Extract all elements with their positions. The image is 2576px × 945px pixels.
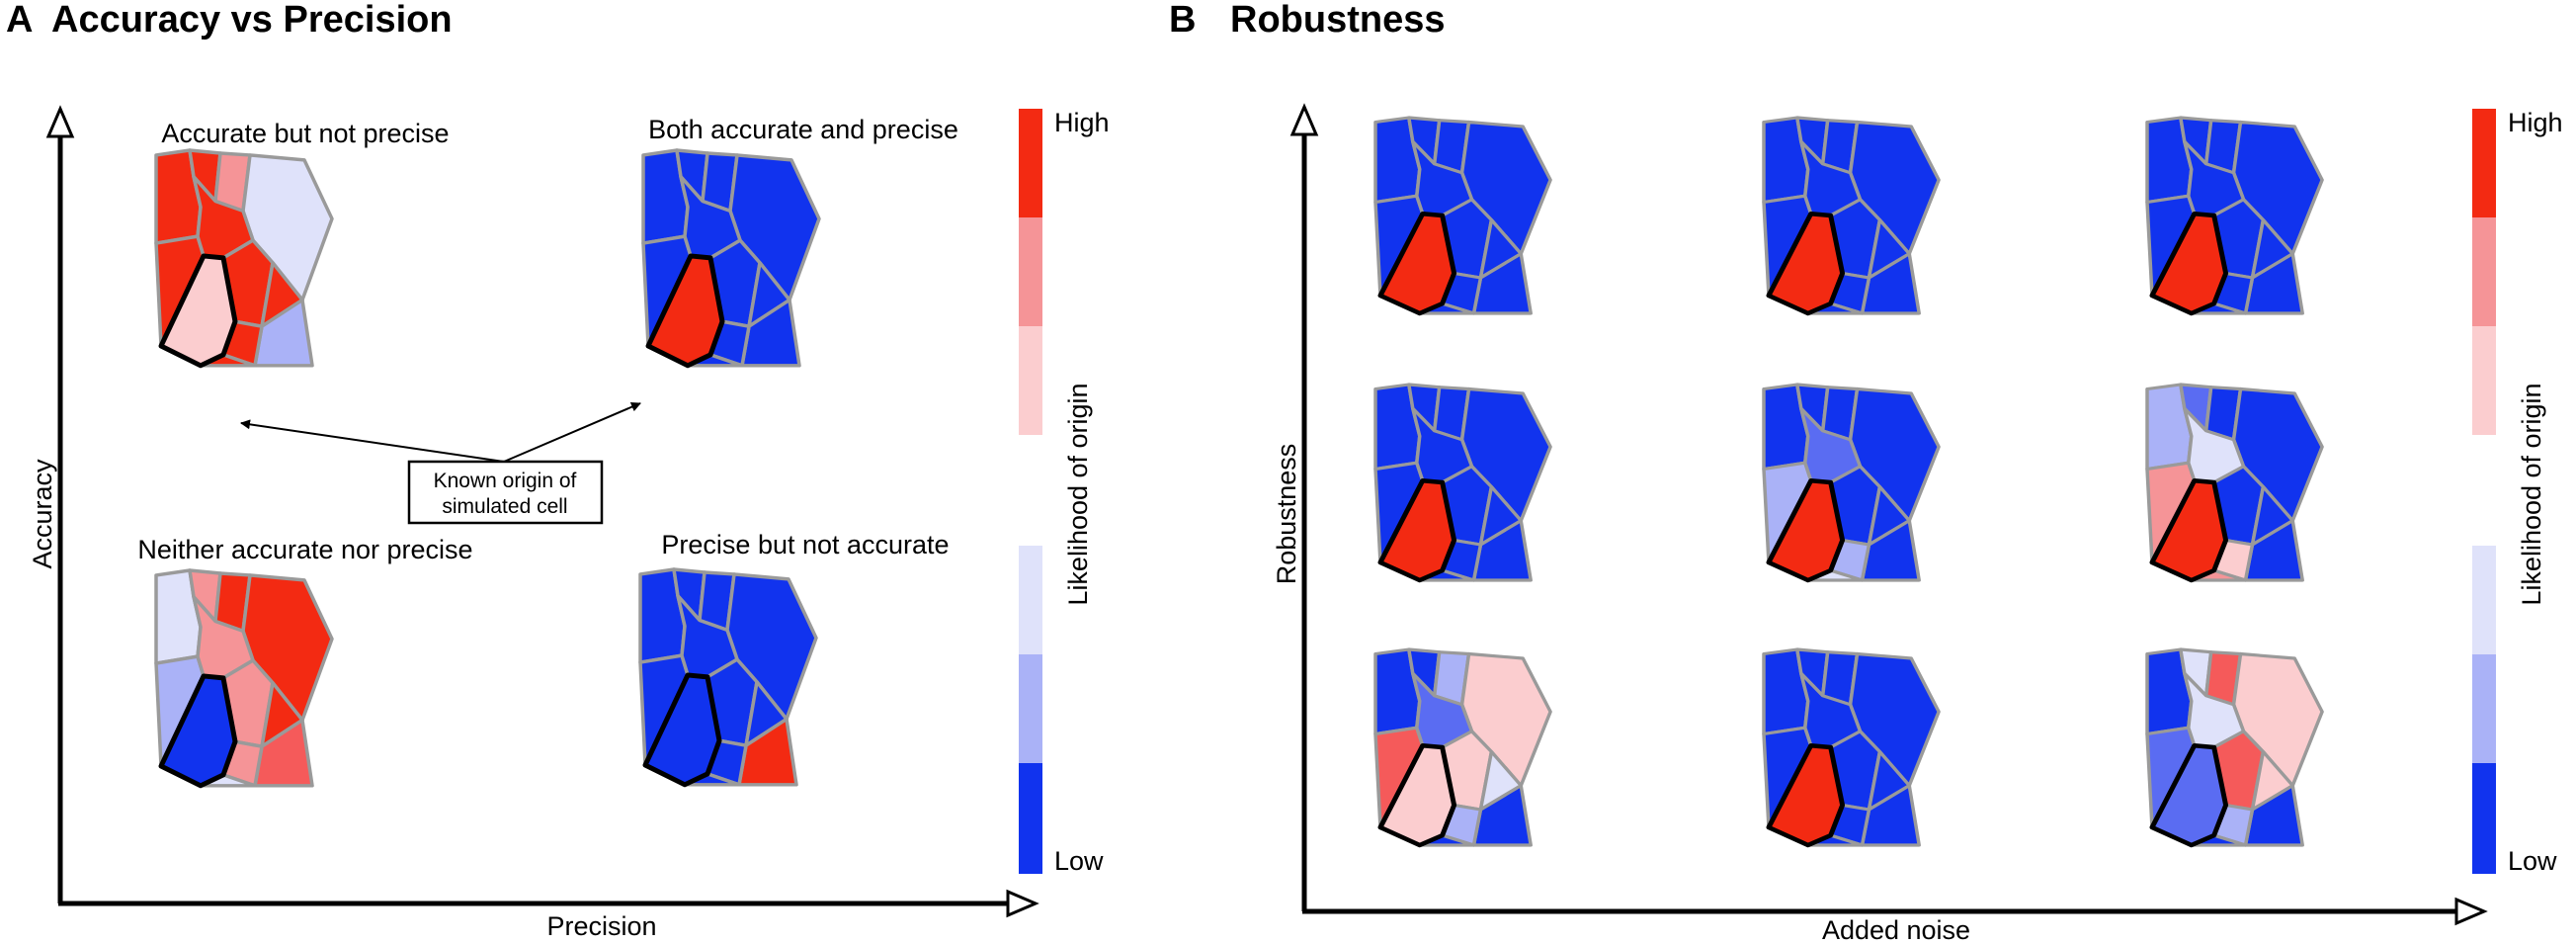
legend-a-swatch-high-low (1019, 546, 1042, 654)
origin-region-outline (1766, 742, 1846, 848)
panel-a-legend: High Low Likelihood of origin (1019, 108, 1110, 876)
origin-region-outline (1377, 477, 1457, 583)
region-map-accurate-and-precise (641, 148, 821, 369)
panel-b-title: Robustness (1230, 0, 1445, 41)
map-title-accurate-and-precise: Both accurate and precise (648, 115, 958, 144)
region-map-b-r2-c3 (2145, 383, 2324, 583)
region-map-accurate-not-precise (154, 148, 334, 369)
region-map-b-r3-c2 (1762, 647, 1941, 848)
panel-b-y-arrowhead (1289, 103, 1319, 136)
legend-b-swatch-low (2472, 763, 2496, 874)
panel-b-x-arrowhead (2454, 897, 2488, 926)
map-title-precise-not-accurate: Precise but not accurate (661, 530, 949, 559)
panel-b-legend: High Low Likelihood of origin (2472, 108, 2563, 876)
legend-b-low-label: Low (2508, 846, 2557, 876)
panel-a-x-arrowhead (1006, 889, 1039, 918)
panel-a-title: Accuracy vs Precision (51, 0, 453, 41)
legend-a-swatch-low (1019, 763, 1042, 874)
origin-region-outline (2149, 742, 2229, 848)
origin-region-outline (1766, 477, 1846, 583)
origin-region-outline (2149, 211, 2229, 316)
region-map-neither (154, 568, 334, 789)
legend-a-swatch-mid-low (1019, 654, 1042, 763)
origin-region-outline (1377, 211, 1457, 316)
legend-a-high-label: High (1054, 108, 1110, 137)
panel-a-x-label: Precision (546, 911, 656, 941)
legend-a-title: Likelihood of origin (1063, 383, 1093, 605)
panel-a-letter: A (6, 0, 33, 41)
legend-a-swatch-low-high (1019, 326, 1042, 435)
legend-b-swatch-high (2472, 109, 2496, 217)
region-map-precise-not-accurate (638, 567, 818, 788)
known-origin-annotation: Known origin of simulated cell (240, 401, 641, 525)
panel-a: A Accuracy vs Precision Precision Accura… (6, 0, 1110, 941)
legend-b-swatch-mid-high (2472, 217, 2496, 326)
panel-b-y-label: Robustness (1272, 444, 1301, 585)
panel-a-y-label: Accuracy (28, 459, 57, 569)
origin-region-outline (642, 672, 722, 788)
origin-region-outline (158, 673, 238, 789)
region-map-b-r3-c3 (2145, 647, 2324, 848)
map-title-neither: Neither accurate nor precise (137, 535, 472, 564)
annotation-line-2: simulated cell (442, 495, 567, 518)
map-title-accurate-not-precise: Accurate but not precise (161, 119, 449, 148)
annotation-arrow-left (240, 419, 505, 463)
annotation-box (407, 460, 604, 525)
panel-a-y-arrowhead (45, 105, 75, 138)
panel-b-letter: B (1169, 0, 1196, 41)
legend-b-high-label: High (2508, 108, 2563, 137)
panel-b-x-label: Added noise (1822, 915, 1970, 945)
region-map-b-r1-c2 (1762, 116, 1941, 316)
legend-b-swatch-mid-low (2472, 654, 2496, 763)
region-map-b-r2-c1 (1373, 383, 1552, 583)
panel-a-axes: Precision Accuracy (28, 105, 1039, 941)
region-map-b-r3-c1 (1373, 647, 1552, 848)
legend-a-swatch-mid-high (1019, 217, 1042, 326)
origin-region-outline (1377, 742, 1457, 848)
annotation-line-1: Known origin of (434, 470, 577, 492)
region-map-b-r1-c3 (2145, 116, 2324, 316)
legend-a-low-label: Low (1054, 846, 1104, 876)
origin-region-outline (158, 253, 238, 369)
panel-b: B Robustness Added noise Robustness (1169, 0, 2563, 945)
panel-b-axes: Added noise Robustness (1272, 103, 2488, 945)
origin-region-outline (1766, 211, 1846, 316)
legend-b-title: Likelihood of origin (2517, 383, 2546, 605)
legend-b-swatch-high-low (2472, 546, 2496, 654)
region-map-b-r2-c2 (1762, 383, 1941, 583)
legend-b-swatch-low-high (2472, 326, 2496, 435)
region-map-b-r1-c1 (1373, 116, 1552, 316)
origin-region-outline (2149, 477, 2229, 583)
annotation-arrow-right (503, 401, 641, 463)
origin-region-outline (645, 253, 725, 369)
legend-a-swatch-high (1019, 109, 1042, 217)
